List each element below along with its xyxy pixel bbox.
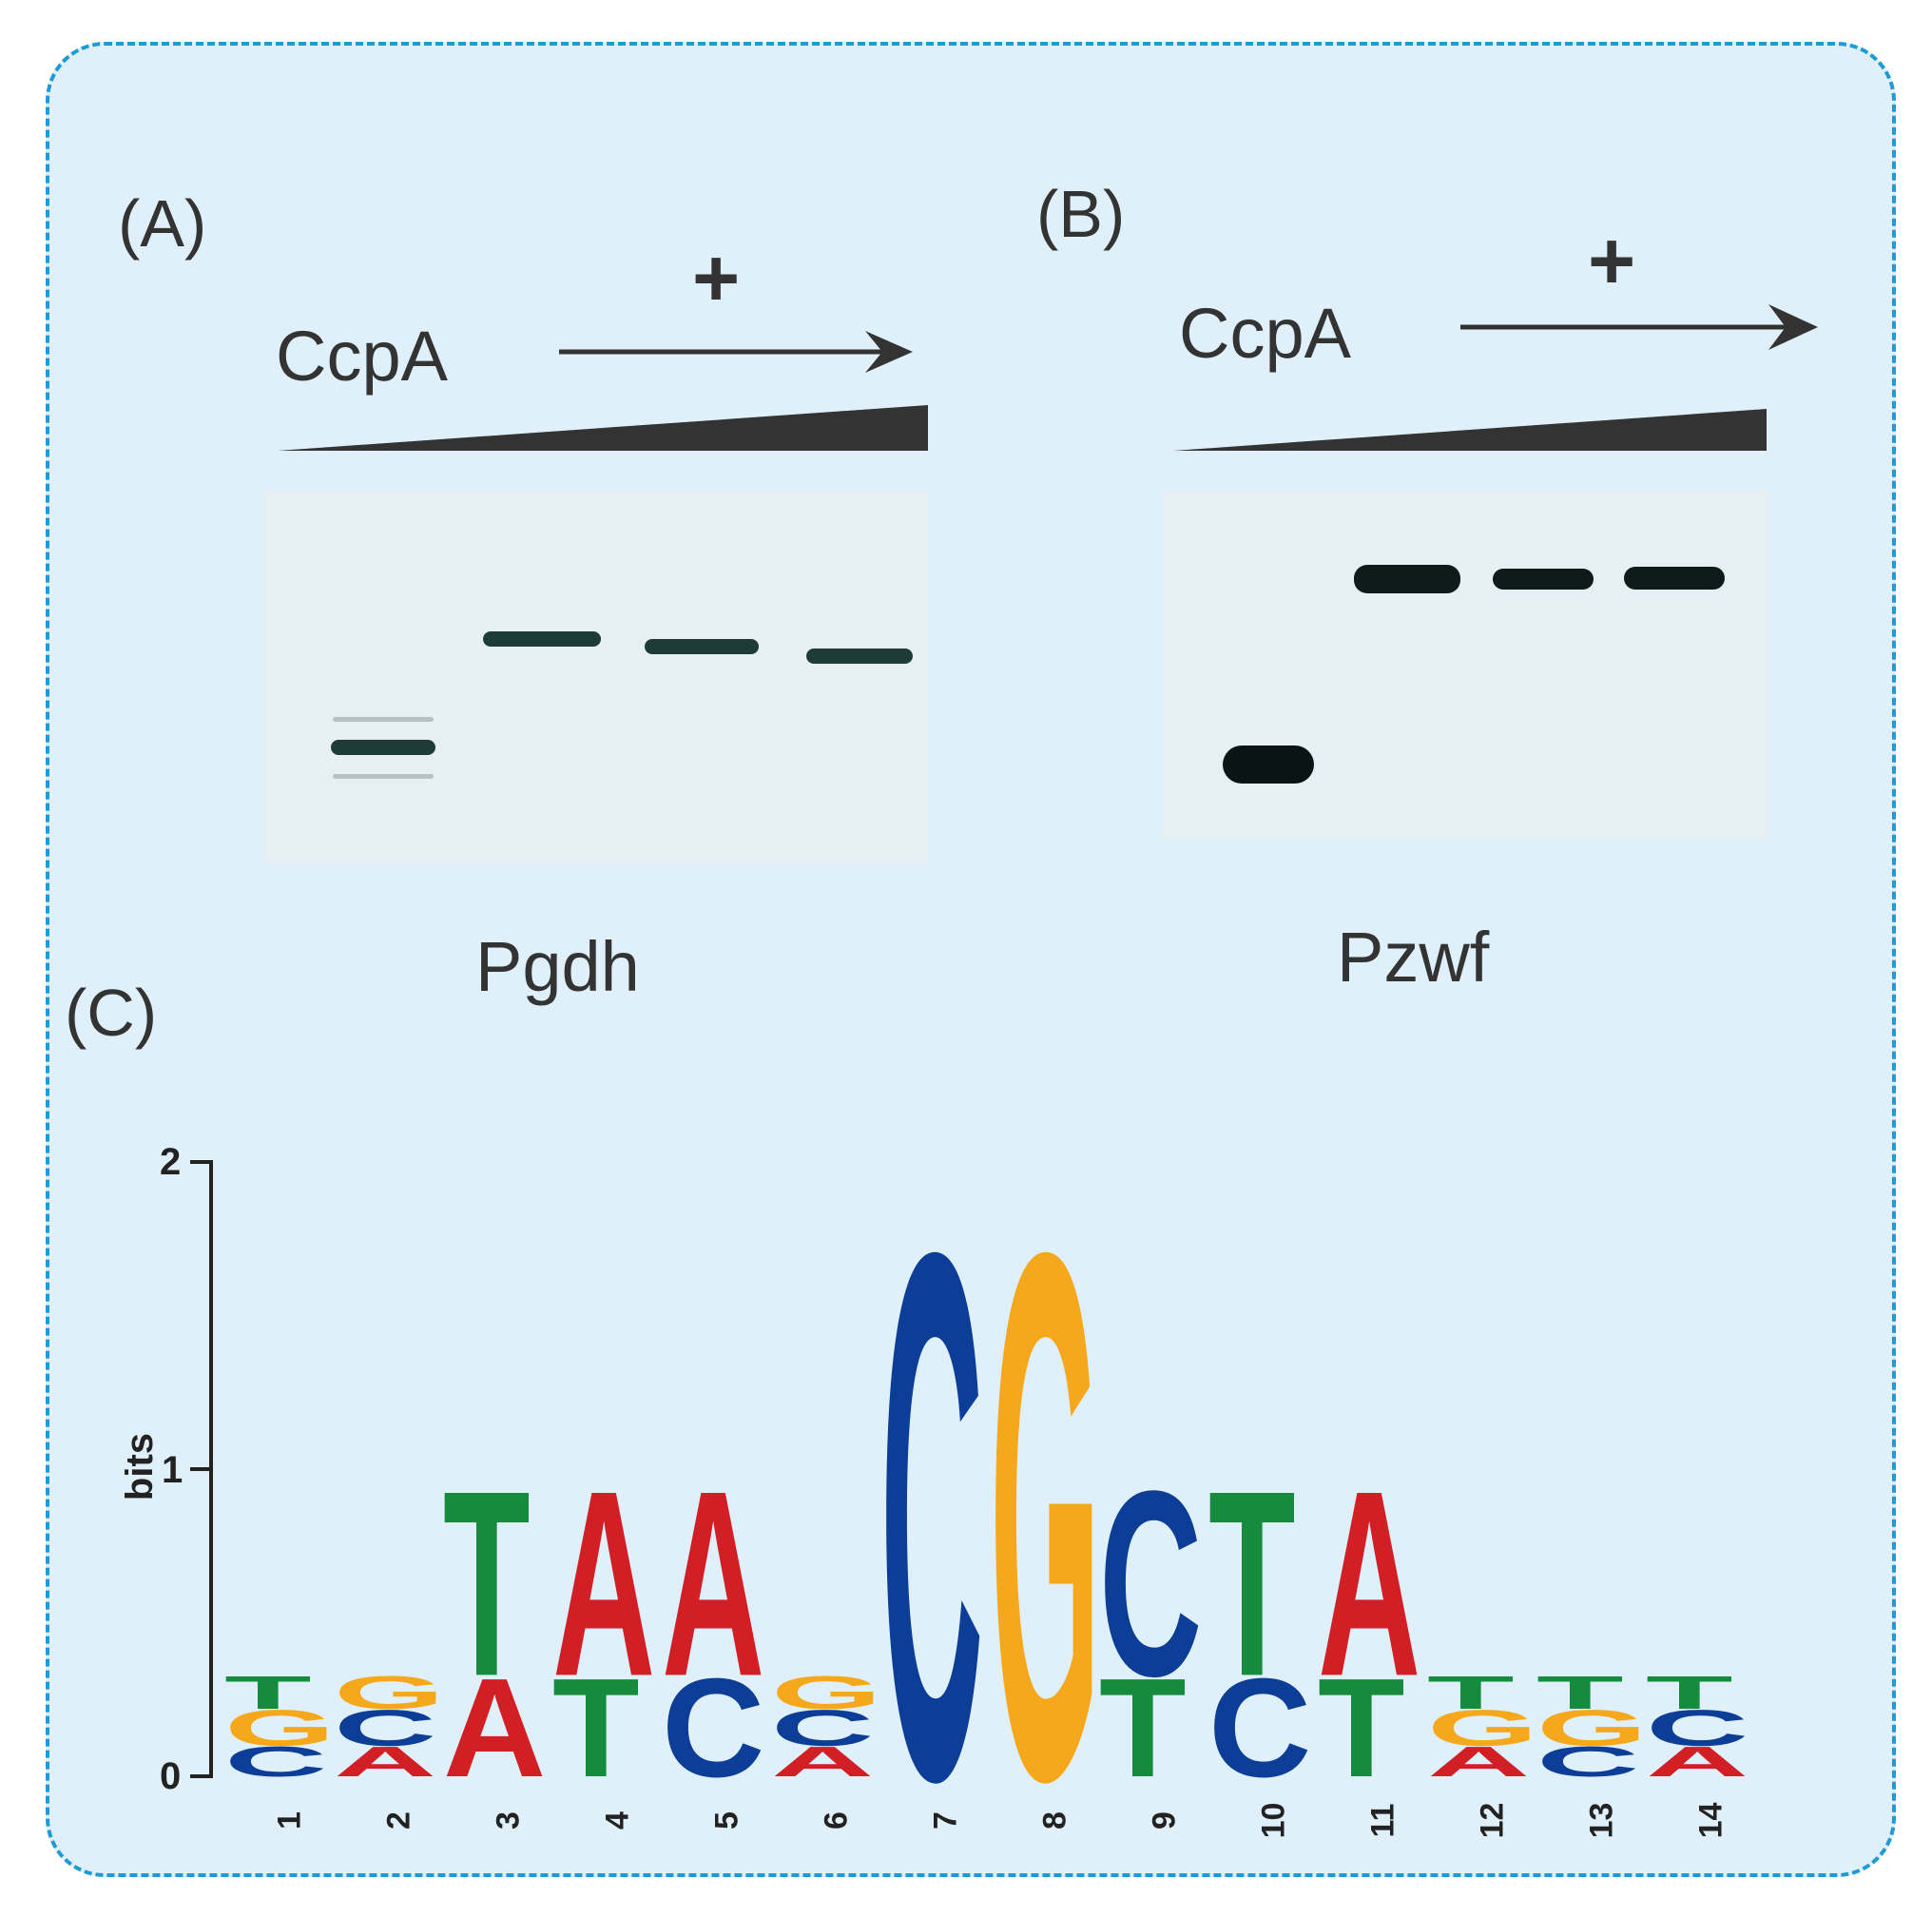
logo-letter-A: A — [771, 1738, 874, 1786]
logo-position-label: 5 — [708, 1811, 745, 1830]
panel-a-gel — [264, 491, 928, 863]
logo-position-label: 14 — [1692, 1802, 1729, 1839]
logo-letter-G: G — [1427, 1699, 1538, 1756]
logo-position-label: 7 — [927, 1811, 964, 1830]
panel-b-gel — [1164, 491, 1768, 839]
logo-letter-A: A — [662, 1437, 764, 1732]
panel-c-label: (C) — [65, 976, 158, 1050]
logo-letter-C: C — [1536, 1738, 1639, 1786]
logo-letter-A: A — [334, 1738, 436, 1786]
panel-b-promoter: Pzwf — [1337, 918, 1490, 997]
logo-letter-G: G — [224, 1699, 336, 1756]
panel-a-band-lane1-faint2 — [333, 774, 434, 779]
logo-letter-C: C — [334, 1699, 436, 1756]
logo-letter-T: T — [1427, 1666, 1515, 1718]
logo-y-axis — [190, 1160, 213, 1778]
logo-letter-C: C — [662, 1649, 764, 1807]
panel-a-arrow — [559, 331, 913, 373]
panel-a-protein-label: CcpA — [276, 317, 448, 396]
panel-a-label: (A) — [118, 186, 207, 261]
logo-letter-T: T — [1318, 1649, 1405, 1807]
panel-b-band-lane3 — [1493, 569, 1594, 590]
logo-letter-G: G — [771, 1666, 882, 1718]
logo-letter-A: A — [1318, 1437, 1420, 1732]
logo-letter-T: T — [443, 1437, 531, 1732]
panel-b-arrow — [1460, 304, 1818, 350]
logo-letter-C: C — [1208, 1649, 1311, 1807]
panel-a-band-lane2 — [483, 631, 601, 647]
logo-position-label: 2 — [380, 1811, 417, 1830]
logo-position-label: 1 — [271, 1811, 308, 1830]
panel-a-band-lane3 — [645, 639, 759, 654]
figure-frame — [46, 42, 1896, 1877]
logo-y-tick-1: 1 — [162, 1449, 184, 1491]
logo-letter-T: T — [1536, 1666, 1624, 1718]
logo-letter-C: C — [1099, 1437, 1202, 1732]
logo-letter-T: T — [224, 1666, 312, 1718]
logo-letter-A: A — [1646, 1738, 1748, 1786]
logo-letter-G: G — [334, 1666, 445, 1718]
logo-letter-C: C — [1646, 1699, 1748, 1756]
logo-letter-G: G — [990, 1098, 1101, 1917]
logo-letter-G: G — [1536, 1699, 1648, 1756]
logo-y-tick-0: 0 — [160, 1755, 182, 1797]
logo-letter-C: C — [224, 1738, 327, 1786]
logo-position-label: 9 — [1146, 1811, 1183, 1830]
logo-letter-T: T — [1099, 1649, 1187, 1807]
logo-letter-T: T — [1646, 1666, 1733, 1718]
logo-position-label: 10 — [1255, 1802, 1292, 1839]
logo-position-label: 6 — [818, 1811, 855, 1830]
logo-y-axis-label: bits — [119, 1432, 162, 1501]
panel-a-band-lane1-faint — [333, 717, 434, 722]
logo-letter-A: A — [552, 1437, 655, 1732]
panel-a-promoter: Pgdh — [475, 927, 640, 1006]
panel-b-band-lane2 — [1354, 565, 1460, 593]
logo-position-label: 13 — [1583, 1802, 1620, 1839]
panel-a-band-lane4 — [806, 649, 913, 664]
panel-b-band-lane1 — [1223, 746, 1314, 784]
logo-letter-C: C — [771, 1699, 874, 1756]
panel-b-protein-label: CcpA — [1179, 294, 1351, 373]
logo-position-label: 11 — [1364, 1803, 1401, 1838]
panel-b-band-lane4 — [1624, 567, 1725, 590]
panel-a-concentration-wedge — [278, 405, 928, 451]
logo-position-label: 4 — [599, 1811, 636, 1830]
logo-letter-A: A — [1427, 1738, 1530, 1786]
logo-letter-T: T — [552, 1649, 640, 1807]
panel-b-concentration-wedge — [1173, 409, 1767, 451]
logo-letter-T: T — [1208, 1437, 1296, 1732]
logo-letter-A: A — [443, 1649, 546, 1807]
logo-position-label: 8 — [1036, 1811, 1073, 1830]
panel-b-label: (B) — [1036, 177, 1126, 251]
logo-letter-C: C — [880, 1098, 983, 1917]
panel-a-band-lane1 — [331, 740, 435, 755]
logo-y-tick-2: 2 — [160, 1141, 182, 1183]
logo-position-label: 12 — [1474, 1802, 1511, 1839]
panel-a-plus: + — [692, 233, 741, 324]
panel-b-plus: + — [1588, 216, 1636, 307]
logo-position-label: 3 — [490, 1811, 527, 1830]
